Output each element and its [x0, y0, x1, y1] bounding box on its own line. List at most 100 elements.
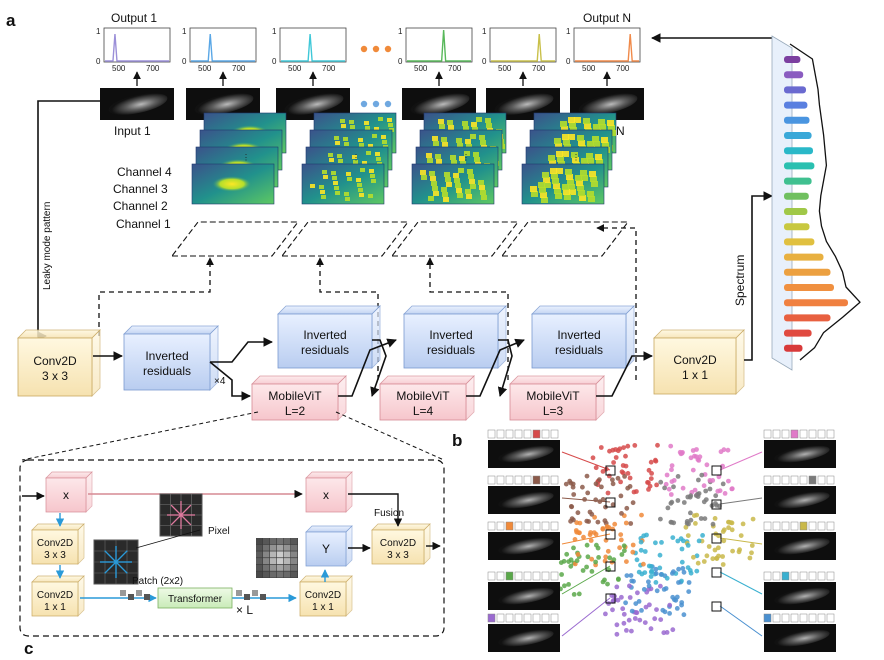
- tsne-point: [630, 549, 636, 555]
- tsne-point: [629, 628, 634, 634]
- tsne-point: [700, 533, 705, 538]
- tsne-point: [679, 559, 685, 565]
- tsne-point: [658, 516, 663, 522]
- tsne-point: [654, 607, 659, 612]
- detail-conv3x3-d-line1: Conv2D: [380, 538, 416, 549]
- panel-label-c: c: [24, 639, 33, 658]
- tsne-point: [593, 481, 599, 487]
- tsne-point: [641, 533, 647, 539]
- tsne-point: [685, 533, 691, 538]
- x-tick-700: 700: [448, 64, 462, 73]
- tsne-point: [695, 560, 701, 566]
- x-tick-700: 700: [146, 64, 160, 73]
- tsne-point: [690, 467, 696, 473]
- tsne-point: [590, 455, 596, 461]
- tsne-link: [719, 497, 763, 505]
- tsne-point: [721, 538, 727, 544]
- tsne-point: [600, 526, 606, 531]
- y-tick-min: 0: [398, 57, 403, 66]
- tsne-point: [646, 579, 651, 585]
- tsne-point: [665, 505, 671, 511]
- spectrum-bar: [784, 284, 834, 291]
- tsne-point: [726, 478, 731, 484]
- tsne-point: [620, 606, 626, 612]
- tsne-point: [668, 492, 674, 497]
- tsne-point: [663, 586, 669, 591]
- tsne-point: [615, 448, 621, 454]
- tsne-point: [623, 600, 628, 606]
- zoom-lines: [21, 411, 445, 461]
- tsne-selected-point: [711, 533, 722, 544]
- spectrum-envelope: [789, 43, 861, 361]
- input-first-label: Input 1: [114, 124, 151, 138]
- tsne-point: [571, 592, 577, 597]
- tsne-point: [612, 521, 618, 527]
- tsne-point: [720, 562, 726, 567]
- mobilevit-block-2-line2: L=4: [413, 404, 434, 418]
- tsne-point: [592, 514, 597, 520]
- tsne-point: [675, 498, 681, 503]
- tsne-left-thumbnail: [487, 475, 560, 514]
- tsne-point: [580, 484, 585, 490]
- tsne-point: [681, 569, 687, 575]
- spectrum-bar: [784, 56, 801, 63]
- tsne-point: [636, 599, 642, 604]
- tsne-point: [623, 520, 629, 526]
- tsne-point: [624, 628, 629, 633]
- tsne-point: [576, 591, 582, 597]
- tsne-right-thumbnail: [763, 429, 836, 468]
- tsne-point: [571, 545, 576, 551]
- tsne-point: [670, 627, 676, 633]
- tsne-point: [638, 539, 644, 545]
- input-pattern-image: [100, 88, 174, 120]
- tsne-point: [684, 519, 690, 524]
- tsne-point: [647, 602, 652, 608]
- conv-out-block-line1: Conv2D: [673, 353, 717, 367]
- tsne-point: [610, 607, 615, 613]
- stack-ellipsis: ⋮: [242, 153, 250, 162]
- tsne-point: [610, 477, 615, 483]
- tsne-point: [678, 536, 684, 542]
- tsne-point: [619, 552, 625, 557]
- tsne-point: [602, 518, 608, 524]
- tsne-point: [658, 479, 664, 485]
- tsne-point: [574, 558, 580, 564]
- tsne-point: [654, 482, 659, 488]
- stack-ellipsis: ⋮: [352, 153, 360, 162]
- mobilevit-block-2-line1: MobileViT: [396, 389, 450, 403]
- tsne-point: [694, 568, 700, 574]
- conv-out-block-line2: 1 x 1: [682, 368, 708, 382]
- tsne-point: [666, 486, 672, 492]
- tsne-point: [670, 535, 676, 540]
- tsne-point: [624, 559, 629, 564]
- tsne-point: [615, 475, 621, 481]
- tsne-point: [685, 543, 691, 548]
- y-tick-max: 1: [398, 27, 403, 36]
- tsne-point: [574, 529, 580, 535]
- output-peak-line: [191, 33, 255, 62]
- tsne-point: [641, 561, 646, 567]
- tsne-point: [707, 478, 713, 483]
- detail-y-block-label: Y: [322, 542, 330, 556]
- detail-y-block: Y: [305, 525, 353, 567]
- tsne-point: [637, 617, 643, 623]
- tsne-point: [688, 517, 694, 523]
- tsne-point: [679, 546, 685, 552]
- tsne-point: [704, 462, 710, 468]
- tsne-point: [669, 463, 675, 468]
- tsne-point: [605, 548, 611, 554]
- tsne-point: [610, 502, 616, 508]
- tsne-point: [664, 472, 670, 478]
- tsne-point: [598, 445, 604, 450]
- tsne-point: [599, 484, 604, 490]
- tsne-point: [619, 594, 624, 600]
- tsne-point: [688, 510, 693, 516]
- tsne-selected-point: [605, 593, 616, 604]
- tsne-right-thumbnail: [763, 571, 836, 610]
- tsne-point: [566, 559, 572, 564]
- tsne-point: [713, 493, 719, 499]
